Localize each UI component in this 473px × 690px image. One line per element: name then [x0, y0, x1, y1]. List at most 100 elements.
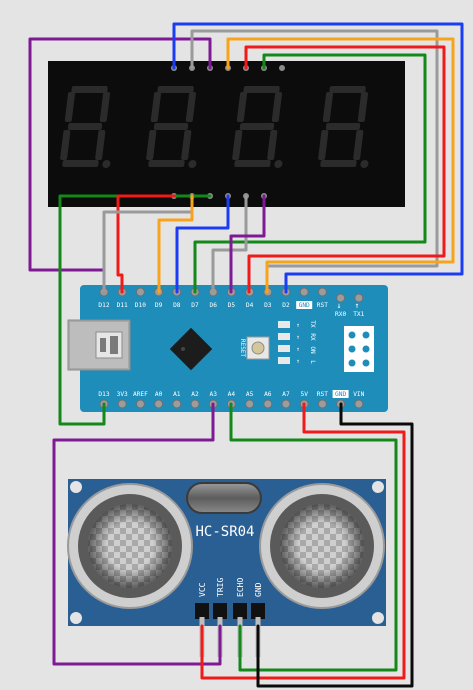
arduino-pcb — [80, 285, 388, 412]
pin-3v3[interactable] — [117, 399, 127, 409]
pin-label: RX0 — [335, 311, 346, 318]
wires — [28, 22, 464, 688]
svg-text:↑: ↑ — [296, 346, 300, 353]
wire-purple-trig — [52, 402, 222, 666]
segment — [181, 130, 192, 160]
svg-text:↑: ↑ — [296, 334, 300, 341]
pin-d10[interactable] — [135, 287, 145, 297]
svg-text:↑: ↑ — [296, 358, 300, 365]
tx-arrow: ↑ — [355, 301, 360, 310]
segment — [62, 160, 99, 167]
pin-label: A0 — [155, 391, 163, 398]
icsp-header — [344, 326, 374, 372]
pin-label: D12 — [98, 302, 109, 309]
sensor-title: HC-SR04 — [195, 524, 254, 540]
segment — [329, 86, 366, 93]
pin-label: TX1 — [353, 311, 364, 318]
segment — [185, 92, 197, 122]
segment — [148, 160, 185, 167]
pin-label: 5V — [300, 391, 308, 398]
segment — [64, 92, 76, 122]
pin-a1[interactable] — [172, 399, 182, 409]
pin-label: D11 — [117, 302, 128, 309]
sensor-pin-label: TRIG — [216, 578, 225, 597]
sensor-pin-label: GND — [254, 582, 263, 597]
segment — [67, 123, 103, 130]
digit-4 — [318, 86, 369, 168]
pin-a0[interactable] — [154, 399, 164, 409]
pin-rst[interactable] — [317, 399, 327, 409]
wire-red-d5 — [244, 45, 446, 294]
pin-label: D2 — [282, 302, 290, 309]
segment — [150, 92, 162, 122]
segment — [353, 130, 364, 160]
digit-1 — [60, 86, 111, 168]
usb-connector — [67, 319, 131, 371]
pin-label: GND — [335, 391, 346, 398]
pin-label: D4 — [246, 302, 254, 309]
pin-a2[interactable] — [190, 399, 200, 409]
sensor-crystal — [186, 482, 262, 514]
rx-arrow: ↓ — [337, 301, 342, 310]
microcontroller-chip — [169, 327, 213, 371]
wire-green-d13 — [58, 194, 212, 426]
pin-gnd[interactable] — [299, 287, 309, 297]
pin-vin[interactable] — [354, 399, 364, 409]
segment — [153, 123, 189, 130]
receiver-transducer — [259, 483, 385, 609]
display-body — [48, 61, 405, 207]
pin-label: GND — [299, 302, 310, 309]
pin-label: 3V3 — [117, 391, 128, 398]
wire-black-gnd — [256, 402, 414, 688]
pin-a6[interactable] — [263, 399, 273, 409]
pin-label: D13 — [98, 391, 109, 398]
pin-label: D3 — [264, 302, 272, 309]
segment — [232, 130, 243, 160]
pin-a7[interactable] — [281, 399, 291, 409]
digit-3 — [232, 86, 283, 168]
gnd-label-bg — [332, 390, 349, 398]
segment — [60, 130, 71, 160]
sensor-pin-label: VCC — [198, 582, 207, 597]
segment — [234, 160, 271, 167]
reset-label: RESET — [239, 339, 246, 357]
wire-orange-d9 — [157, 194, 194, 294]
led-label-on: ON — [309, 346, 316, 354]
wire-red-vcc — [200, 402, 406, 680]
wire-orange-d4 — [226, 37, 455, 294]
pin-label: D9 — [155, 302, 163, 309]
pin-label: D10 — [135, 302, 146, 309]
segment — [322, 92, 334, 122]
pin-label: VIN — [353, 391, 364, 398]
pin-rst[interactable] — [317, 287, 327, 297]
pin-label: D8 — [173, 302, 181, 309]
pin-label: A6 — [264, 391, 272, 398]
segment — [239, 123, 275, 130]
pin-aref[interactable] — [135, 399, 145, 409]
digit-2 — [146, 86, 197, 168]
wire-purple-d5 — [229, 194, 266, 294]
pin-label: RST — [317, 302, 328, 309]
led-label-tx: TX — [309, 320, 316, 328]
segment — [271, 92, 283, 122]
sensor-pin-header — [233, 603, 247, 619]
pin-label: A4 — [228, 391, 236, 398]
pin-a5[interactable] — [245, 399, 255, 409]
led-label-rx: RX — [309, 333, 316, 341]
wire-blue-d8 — [175, 194, 230, 294]
pin-tx1[interactable] — [354, 293, 364, 303]
sensor-pin-header — [195, 603, 209, 619]
svg-text:↑: ↑ — [296, 322, 300, 329]
segment — [320, 160, 357, 167]
segment — [267, 130, 278, 160]
segment — [157, 86, 194, 93]
pin-label: D6 — [209, 302, 217, 309]
pin-label: A7 — [282, 391, 290, 398]
pin-rx0[interactable] — [336, 293, 346, 303]
segment — [357, 92, 369, 122]
reset-button[interactable] — [246, 336, 270, 360]
sensor-pin-header — [213, 603, 227, 619]
